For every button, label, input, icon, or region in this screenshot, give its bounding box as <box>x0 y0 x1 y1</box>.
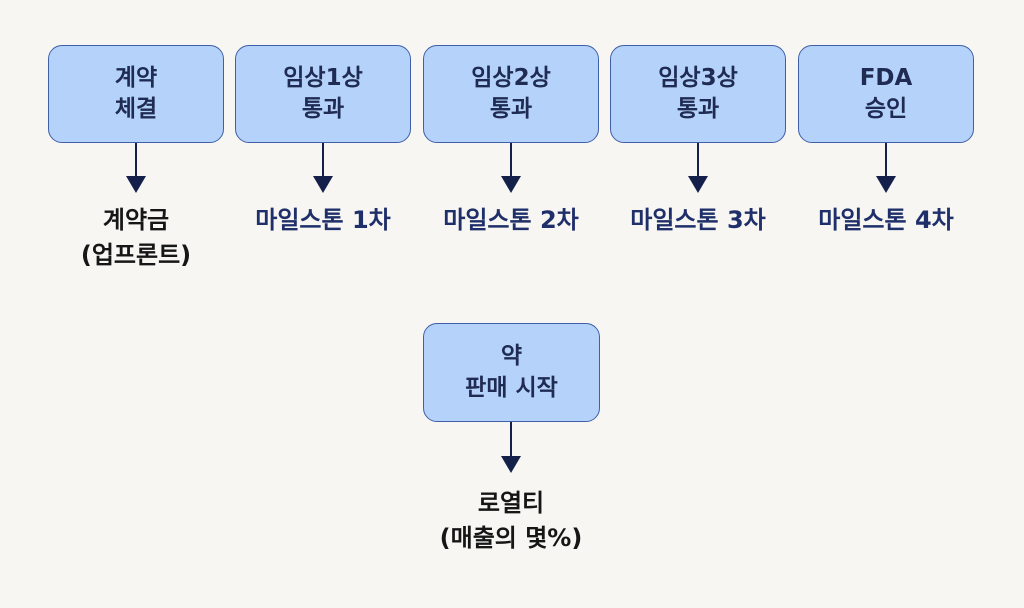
royalty-line1: 로열티 <box>477 489 545 517</box>
stage-box-phase2: 임상2상 통과 <box>423 45 599 143</box>
arrow-stage-5 <box>876 143 896 193</box>
stage-line1: 임상1상 <box>283 64 363 91</box>
stage-box-phase3: 임상3상 통과 <box>610 45 786 143</box>
payment-line1: 마일스톤 1차 <box>255 206 391 234</box>
payment-label-milestone-2: 마일스톤 2차 <box>411 203 611 238</box>
stage-line2: 통과 <box>489 96 533 122</box>
arrow-stage-2 <box>313 143 333 193</box>
royalty-line2: (매출의 몇%) <box>439 523 583 552</box>
stage-line2: 체결 <box>114 96 158 122</box>
payment-line1: 마일스톤 3차 <box>630 206 766 234</box>
royalty-label: 로열티 (매출의 몇%) <box>386 486 636 556</box>
stage-line2: 통과 <box>676 96 720 122</box>
payment-label-milestone-3: 마일스톤 3차 <box>598 203 798 238</box>
payment-line1: 계약금 <box>102 206 170 234</box>
payment-label-upfront: 계약금 (업프론트) <box>36 203 236 273</box>
sales-start-box: 약 판매 시작 <box>423 323 600 422</box>
arrow-stage-1 <box>126 143 146 193</box>
arrow-stage-4 <box>688 143 708 193</box>
payment-line1: 마일스톤 4차 <box>818 206 954 234</box>
payment-line1: 마일스톤 2차 <box>443 206 579 234</box>
sales-line1: 약 <box>500 343 523 370</box>
sales-line2: 판매 시작 <box>465 374 558 401</box>
stage-line1: FDA <box>859 64 913 91</box>
stage-box-contract: 계약 체결 <box>48 45 224 143</box>
stage-line2: 승인 <box>864 96 908 122</box>
payment-label-milestone-4: 마일스톤 4차 <box>786 203 986 238</box>
stage-line2: 통과 <box>301 96 345 122</box>
stage-box-phase1: 임상1상 통과 <box>235 45 411 143</box>
stage-box-fda: FDA 승인 <box>798 45 974 143</box>
arrow-sales <box>501 422 521 473</box>
arrow-stage-3 <box>501 143 521 193</box>
stage-line1: 임상2상 <box>471 64 551 91</box>
payment-label-milestone-1: 마일스톤 1차 <box>223 203 423 238</box>
stage-line1: 계약 <box>114 64 158 91</box>
stage-line1: 임상3상 <box>658 64 738 91</box>
payment-line2: (업프론트) <box>80 240 192 269</box>
